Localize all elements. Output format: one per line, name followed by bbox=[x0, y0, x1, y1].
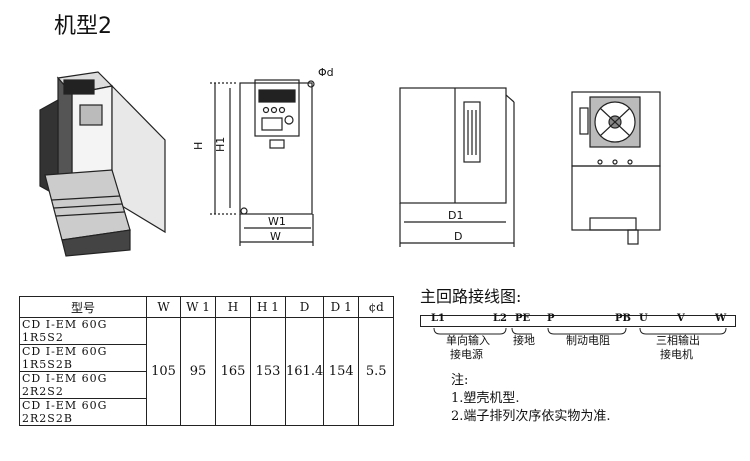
label-power: 接电源 bbox=[450, 348, 483, 361]
header-D1: D 1 bbox=[323, 296, 360, 318]
header-model: 型号 bbox=[19, 296, 147, 318]
label-ground: 接地 bbox=[513, 334, 535, 347]
terminal-PE: PE bbox=[515, 313, 531, 324]
terminal-U: U bbox=[639, 313, 648, 324]
dim-H: H bbox=[192, 142, 205, 150]
table-row: CD I-EM 60G 2R2S2B bbox=[19, 398, 394, 426]
wiring-labels: 单向输入 接电源 接地 制动电阻 三相输出 接电机 bbox=[420, 332, 740, 362]
wiring-brackets bbox=[433, 327, 727, 335]
value-H1: 153 bbox=[250, 317, 286, 426]
table-header-row: 型号 W W 1 H H 1 D D 1 ¢d bbox=[19, 296, 395, 318]
label-brake-resistor: 制动电阻 bbox=[566, 334, 610, 347]
dim-W1: W1 bbox=[268, 215, 286, 228]
header-H: H bbox=[215, 296, 251, 318]
note-item: 1.塑壳机型. bbox=[451, 391, 520, 406]
top-view bbox=[571, 91, 661, 245]
header-H1: H 1 bbox=[250, 296, 286, 318]
terminal-W: W bbox=[715, 313, 727, 324]
value-phi-d: 5.5 bbox=[358, 317, 395, 426]
front-view bbox=[210, 79, 315, 246]
table-row: CD I-EM 60G 2R2S2 bbox=[19, 371, 394, 399]
label-three-phase-output: 三相输出 bbox=[656, 334, 700, 347]
header-phi-d: ¢d bbox=[358, 296, 395, 318]
header-W: W bbox=[146, 296, 181, 318]
spec-table: 型号 W W 1 H H 1 D D 1 ¢d CD I-EM 60G 1R5S… bbox=[19, 296, 395, 426]
label-motor: 接电机 bbox=[660, 348, 693, 361]
table-row: CD I-EM 60G 1R5S2B bbox=[19, 344, 394, 372]
label-single-phase: 单向输入 bbox=[446, 334, 490, 347]
dim-D1: D1 bbox=[448, 209, 463, 222]
terminal-strip: L1 L2 PE P PB U V W bbox=[420, 313, 736, 327]
dim-phi-d: Φd bbox=[318, 66, 334, 79]
header-W1: W 1 bbox=[180, 296, 216, 318]
note-item: 2.端子排列次序依实物为准. bbox=[451, 409, 611, 424]
value-W: 105 bbox=[146, 317, 181, 426]
page-title: 机型2 bbox=[54, 14, 112, 39]
header-D: D bbox=[284, 296, 325, 318]
dim-D: D bbox=[454, 230, 462, 243]
side-view bbox=[399, 87, 515, 247]
notes: 注: 1.塑壳机型. 2.端子排列次序依实物为准. bbox=[451, 372, 611, 426]
model-cell: CD I-EM 60G 1R5S2B bbox=[19, 344, 147, 372]
isometric-view bbox=[39, 71, 166, 257]
value-D1: 154 bbox=[323, 317, 360, 426]
model-cell: CD I-EM 60G 2R2S2B bbox=[19, 398, 147, 426]
value-H: 165 bbox=[215, 317, 251, 426]
technical-drawings: Φd H H1 W1 W D1 D bbox=[39, 66, 661, 257]
model-cell: CD I-EM 60G 1R5S2 bbox=[19, 317, 147, 345]
model-cell: CD I-EM 60G 2R2S2 bbox=[19, 371, 147, 399]
terminal-L2: L2 bbox=[493, 313, 507, 324]
value-W1: 95 bbox=[180, 317, 216, 426]
terminal-PB: PB bbox=[615, 313, 631, 324]
wiring-title: 主回路接线图: bbox=[420, 287, 522, 306]
terminal-P: P bbox=[547, 313, 555, 324]
notes-heading: 注: bbox=[451, 373, 469, 388]
table-row: CD I-EM 60G 1R5S2 105 95 165 153 161.4 1… bbox=[19, 317, 395, 426]
terminal-L1: L1 bbox=[431, 313, 445, 324]
value-D: 161.4 bbox=[284, 317, 325, 426]
terminal-V: V bbox=[677, 313, 685, 324]
dim-W: W bbox=[270, 230, 281, 243]
dim-H1: H1 bbox=[214, 137, 227, 152]
